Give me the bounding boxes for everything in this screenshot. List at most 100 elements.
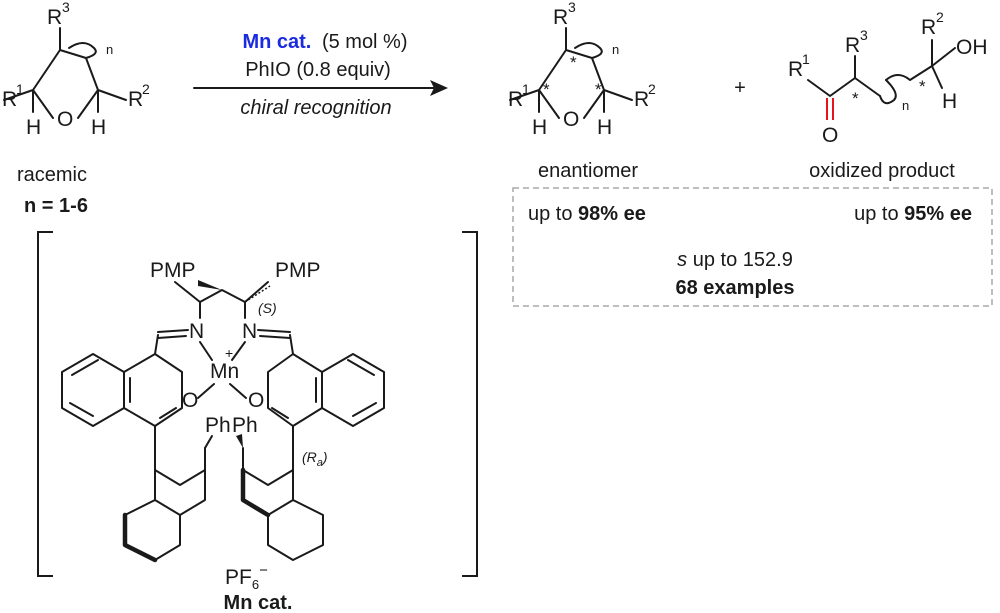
mn-charge: +	[225, 345, 233, 361]
stereo-ra-sub: a	[317, 457, 323, 469]
oxidized-r3-sup: 3	[860, 27, 868, 43]
ee-left-value: 98% ee	[578, 203, 646, 225]
oxidized-caption: oxidized product	[809, 160, 955, 182]
reaction-arrow-head	[430, 80, 448, 96]
enantiomer-chain-arc	[574, 42, 603, 59]
left-naphthol-ring	[61, 334, 183, 449]
substrate-caption: racemic	[17, 164, 87, 186]
stereo-ra-open: (	[302, 449, 308, 465]
ee-right: up to 95% ee	[854, 203, 972, 225]
bracket-left	[37, 231, 53, 577]
stereo-ra: (Ra)	[302, 449, 328, 469]
stereo-s: (S)	[258, 300, 277, 316]
o-right: O	[248, 389, 264, 412]
right-ph-wedge	[236, 434, 243, 448]
enantiomer-r3-sup: 3	[568, 0, 576, 15]
substrate-h-left: H	[26, 116, 41, 139]
enantiomer-star-2: *	[543, 80, 550, 99]
enantiomer-star-1: *	[570, 53, 577, 72]
catalyst-loading: (5 mol %)	[322, 31, 408, 53]
o-left: O	[182, 389, 198, 412]
oxidized-product-structure: O R 1 R 3 * * n R 2 OH H oxidized produc…	[788, 9, 988, 182]
enantiomer-r1-sup: 1	[522, 81, 530, 97]
catalyst-name: Mn cat.	[242, 31, 311, 53]
wedge-left	[198, 280, 222, 290]
oxidant-text: PhIO (0.8 equiv)	[245, 59, 391, 81]
substrate-r2: R	[128, 88, 143, 111]
substrate-r3: R	[47, 6, 62, 29]
substrate-n: n	[106, 42, 113, 57]
substrate-r2-sup: 2	[142, 81, 150, 97]
oxidized-chain-arc	[879, 79, 897, 105]
enantiomer-r2: R	[634, 88, 649, 111]
ee-left: up to 98% ee	[528, 203, 646, 225]
enantiomer-oxygen: O	[563, 108, 579, 131]
enantiomer-bonds	[509, 27, 633, 119]
ee-right-prefix: up to	[854, 203, 904, 225]
enantiomer-h-right: H	[597, 116, 612, 139]
imine-bonds	[157, 329, 291, 339]
stereo-ra-letter: R	[307, 449, 317, 465]
selectivity-text: up to 152.9	[687, 249, 793, 271]
oxidized-oxygen: O	[822, 124, 838, 147]
enantiomer-n: n	[612, 42, 619, 57]
enantiomer-h-left: H	[532, 116, 547, 139]
diamine-backbone	[174, 281, 269, 319]
ph-left: Ph	[205, 414, 231, 437]
enantiomer-structure: R 3 n * * * R 1 O R 2 H H enantiomer	[508, 0, 656, 182]
selectivity-symbol: s	[677, 249, 687, 271]
n-left: N	[189, 320, 204, 343]
counterion-sup: −	[259, 562, 268, 579]
mn-center: Mn	[210, 360, 239, 383]
left-naphthol-double	[69, 359, 177, 419]
oxidized-r2-sup: 2	[936, 9, 944, 25]
catalyst-label: Mn cat.	[224, 592, 293, 613]
results-box: up to 98% ee up to 95% ee s up to 152.9 …	[512, 187, 993, 307]
mn-coordination	[197, 341, 247, 399]
oxidized-r1-sup: 1	[802, 51, 810, 67]
left-binaphthyl-ring	[124, 447, 206, 561]
enantiomer-star-3: *	[595, 80, 602, 99]
counterion-base: PF	[225, 566, 252, 589]
oxidized-r3: R	[845, 34, 860, 57]
bracket-right	[462, 231, 478, 577]
oxidized-oh: OH	[956, 36, 988, 59]
substrate-oxygen: O	[57, 108, 73, 131]
oxidized-r1: R	[788, 58, 803, 81]
substrate-structure: R 3 n R 1 O R 2 H H racemic n = 1-6	[2, 0, 150, 217]
oxidized-n: n	[902, 98, 909, 113]
stereo-ra-close: )	[321, 449, 328, 465]
ph-right: Ph	[232, 414, 258, 437]
pmp-right: PMP	[275, 259, 321, 282]
enantiomer-r1: R	[508, 88, 523, 111]
selectivity-factor: s up to 152.9	[677, 249, 793, 271]
plus-sign: +	[734, 77, 746, 99]
substrate-r1-sup: 1	[16, 81, 24, 97]
counterion: PF6−	[225, 562, 268, 592]
catalyst-line: Mn cat. (5 mol %)	[242, 31, 407, 53]
pmp-left: PMP	[150, 259, 196, 282]
substrate-r3-sup: 3	[62, 0, 70, 15]
examples-count: 68 examples	[676, 277, 795, 299]
left-ph-bond	[204, 435, 213, 449]
substrate-bonds	[3, 27, 127, 119]
ee-right-value: 95% ee	[904, 203, 972, 225]
catalyst-structure: PMP PMP (S) N N + Mn O O Ph Ph (Ra)	[37, 231, 478, 613]
right-naphthol-double	[271, 359, 377, 419]
counterion-sub: 6	[252, 577, 259, 592]
right-bold-bonds	[240, 467, 271, 518]
right-naphthol-ring	[267, 334, 385, 449]
reaction-conditions: Mn cat. (5 mol %) PhIO (0.8 equiv) chira…	[193, 31, 448, 119]
hash-right	[244, 285, 271, 303]
substrate-h-right: H	[91, 116, 106, 139]
carbonyl-double-bond	[826, 98, 834, 120]
enantiomer-caption: enantiomer	[538, 160, 638, 182]
ee-left-prefix: up to	[528, 203, 578, 225]
oxidized-r2: R	[921, 16, 936, 39]
oxidized-bonds	[807, 39, 956, 97]
substrate-chain-arc	[68, 42, 97, 59]
oxidized-h: H	[942, 90, 957, 113]
enantiomer-r2-sup: 2	[648, 81, 656, 97]
